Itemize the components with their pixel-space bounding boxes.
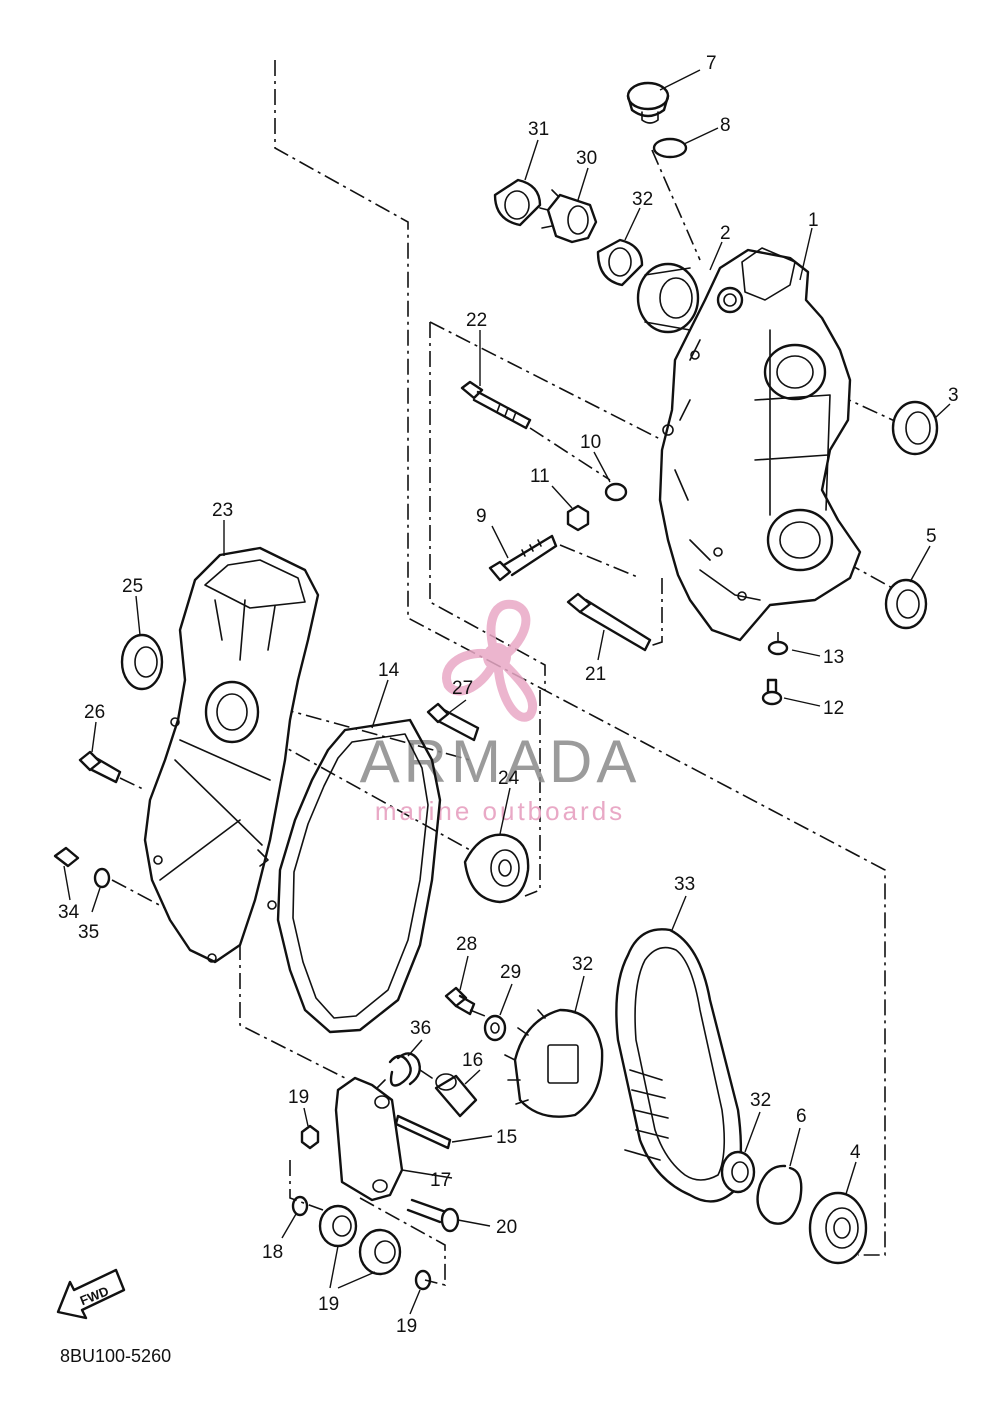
callout-37: 35 [78, 922, 99, 943]
watermark-tagline: marine outboards [375, 796, 625, 826]
plug-7 [626, 81, 670, 124]
callout-6: 6 [796, 1106, 807, 1127]
propeller-logo [442, 599, 538, 722]
washer-19-right [414, 1269, 432, 1291]
callout-5: 5 [926, 526, 937, 547]
bolt-22 [566, 592, 652, 652]
washer-10 [604, 482, 628, 502]
callout-20: 19 [288, 1087, 309, 1108]
callout-24: 23 [212, 500, 233, 521]
callout-33: 32 [572, 954, 593, 975]
callout-2: 2 [720, 223, 731, 244]
callout-16: 16 [462, 1050, 483, 1071]
callout-8: 8 [720, 115, 731, 136]
bolt-29 [444, 986, 476, 1016]
screw-12 [761, 678, 783, 706]
callout-23: 22 [466, 310, 487, 331]
bearing-32-upper [493, 178, 542, 227]
nut-11 [566, 504, 590, 532]
callout-35: 33 [674, 874, 695, 895]
bearing-2 [636, 262, 700, 334]
chaincase-housing [658, 247, 862, 642]
pin-15 [394, 1114, 452, 1150]
oil-seal-3 [891, 400, 939, 456]
bolt-27 [78, 750, 122, 784]
bolt-28 [426, 702, 480, 742]
callout-15: 15 [496, 1127, 517, 1148]
watermark: ARMADA marine outboards [360, 599, 641, 826]
inner-cover-24 [143, 546, 320, 964]
callout-3: 3 [948, 385, 959, 406]
assembly-lines [111, 60, 911, 1287]
callout-31: 30 [576, 148, 597, 169]
callout-13: 13 [823, 647, 844, 668]
callout-4: 4 [850, 1142, 861, 1163]
callout-18: 19 [318, 1294, 339, 1315]
callout-30: 29 [500, 962, 521, 983]
washer-19-left [291, 1195, 309, 1217]
callout-25: 24 [498, 768, 520, 789]
bearing-4 [808, 1191, 868, 1265]
bushing-34 [720, 1150, 756, 1194]
callout-12: 12 [823, 698, 844, 719]
diagram-code: 8BU100-5260 [60, 1346, 171, 1366]
callout-28: 27 [452, 678, 473, 699]
chain-35 [615, 928, 743, 1203]
callout-27: 26 [84, 702, 105, 723]
callout-labels: 7 8 31 30 32 2 1 3 5 22 10 11 9 21 13 12… [58, 53, 959, 1337]
callout-19: 18 [262, 1242, 283, 1263]
collar-16 [434, 1073, 478, 1118]
oil-seal-26 [120, 633, 164, 691]
callout-26: 25 [122, 576, 143, 597]
bolt-36 [53, 846, 80, 868]
bolt-21 [406, 1198, 460, 1233]
sprocket-31 [539, 189, 598, 244]
callout-14: 14 [378, 660, 400, 681]
washer-30 [483, 1014, 507, 1042]
washer-37 [93, 867, 111, 889]
callout-29: 28 [456, 934, 477, 955]
callout-21: 20 [496, 1217, 517, 1238]
bolt-9 [488, 534, 558, 582]
bolt-23 [460, 380, 532, 430]
watermark-brand: ARMADA [360, 728, 641, 795]
gasket-14 [276, 718, 442, 1034]
callout-17: 17 [430, 1170, 451, 1191]
callout-1: 1 [808, 210, 819, 231]
rollers-18 [318, 1204, 402, 1276]
callout-34: 32 [750, 1090, 771, 1111]
oring-8 [652, 137, 688, 159]
nut-13 [767, 640, 789, 656]
callout-38: 36 [410, 1018, 431, 1039]
tensioner-arm-17 [334, 1076, 404, 1202]
sprocket-33 [504, 1008, 604, 1118]
oil-seal-5 [884, 578, 928, 630]
callout-11: 11 [530, 466, 550, 487]
bearing-32-lower [596, 238, 644, 287]
bearing-25 [463, 833, 530, 904]
callout-36: 34 [58, 902, 80, 923]
callout-7: 7 [706, 53, 717, 74]
spring-38 [369, 1052, 433, 1096]
callout-22: 21 [585, 664, 606, 685]
callout-32: 31 [528, 119, 549, 140]
callout-9: 9 [476, 506, 487, 527]
fwd-arrow-icon: FWD [56, 1268, 126, 1320]
callout-19: 19 [396, 1316, 417, 1337]
nut-20 [300, 1124, 320, 1150]
callout-10: 10 [580, 432, 601, 453]
circlip-6 [756, 1164, 803, 1225]
callout-32: 32 [632, 189, 653, 210]
leader-lines [63, 69, 951, 1315]
